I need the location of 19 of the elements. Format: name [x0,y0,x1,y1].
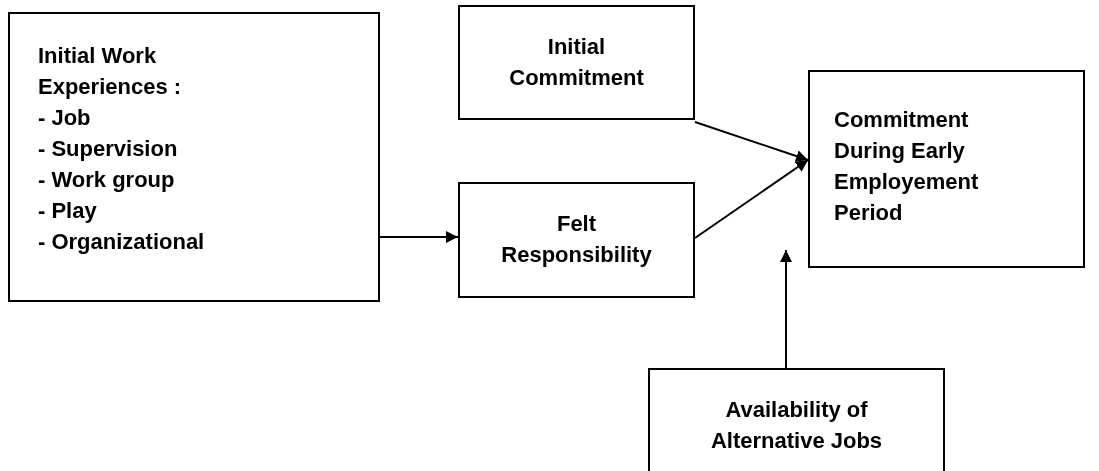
box-text: - Play [38,197,98,225]
arrow [780,249,792,369]
arrow [379,231,459,243]
box-text: Initial Commitment [508,33,645,92]
process-box [648,368,945,471]
box-text: - Organizational [38,228,206,256]
box-text: - Work group [38,166,176,194]
process-box [458,182,695,298]
process-box [458,5,695,120]
process-box [8,12,380,302]
arrow [694,121,809,162]
process-box [808,70,1085,268]
box-text: Commitment During Early Employement Period [834,106,980,227]
box-text: - Supervision [38,135,179,163]
box-text: - Job [38,104,92,132]
box-text: Availability of Alternative Jobs [709,396,884,455]
box-text: Felt Responsibility [500,210,653,269]
arrow [694,159,809,239]
box-text: Initial Work Experiences : [38,42,183,101]
